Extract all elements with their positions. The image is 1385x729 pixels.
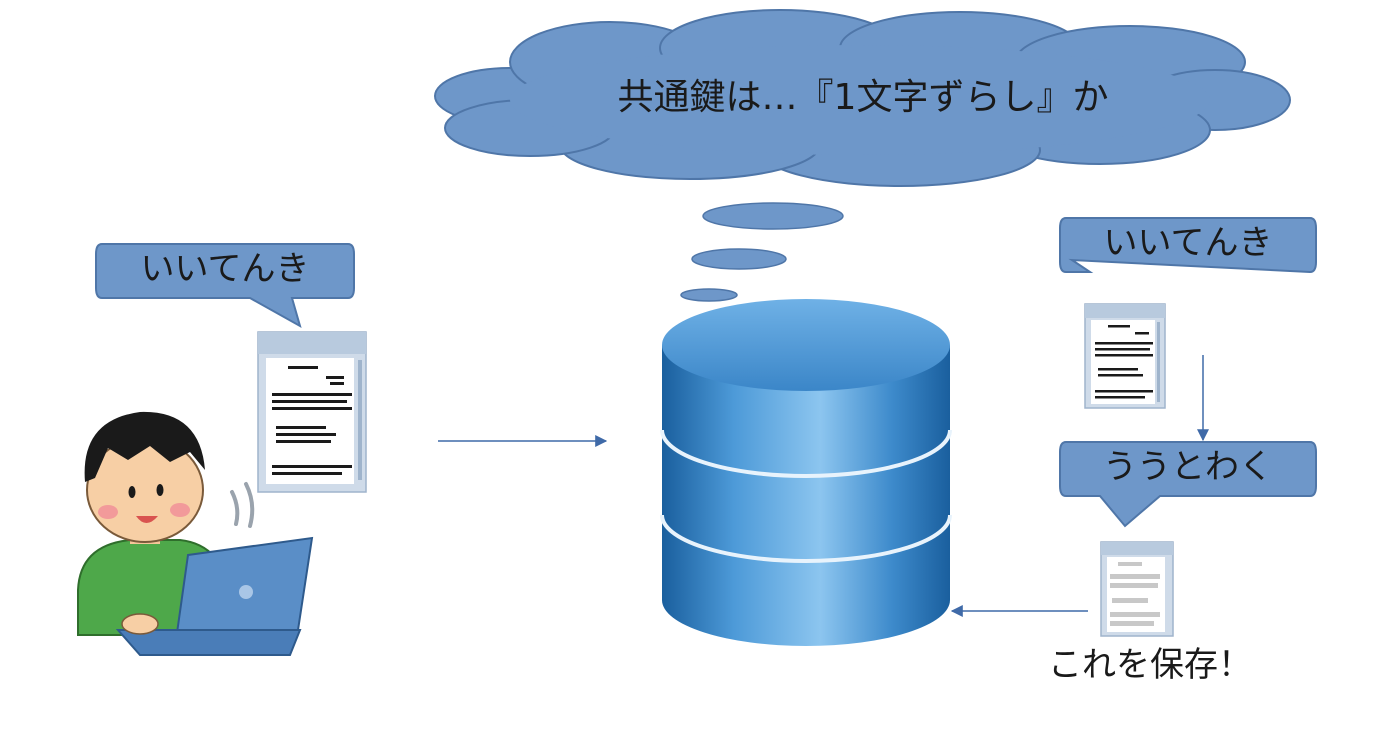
document-icon-right-plain (1084, 303, 1166, 409)
left-bubble-text: いいてんき (140, 249, 310, 289)
document-icon-right-encrypted (1100, 541, 1174, 637)
thought-trail (680, 202, 844, 302)
thought-cloud (434, 9, 1291, 187)
speech-bubble-right-plain (1059, 217, 1317, 274)
cloud-thought-text: 共通鍵は…『1文字ずらし』か (617, 77, 1109, 118)
right-bubble-plain-text: いいてんき (1103, 223, 1273, 263)
speech-bubble-left (95, 243, 355, 329)
right-bubble-cipher-text: ううとわく (1103, 447, 1273, 487)
speech-bubble-right-cipher (1059, 441, 1317, 528)
document-icon-left (257, 331, 367, 493)
save-caption: これを保存！ (1048, 645, 1252, 685)
person-with-laptop-icon (77, 411, 314, 656)
database-cylinder-icon (660, 299, 952, 646)
